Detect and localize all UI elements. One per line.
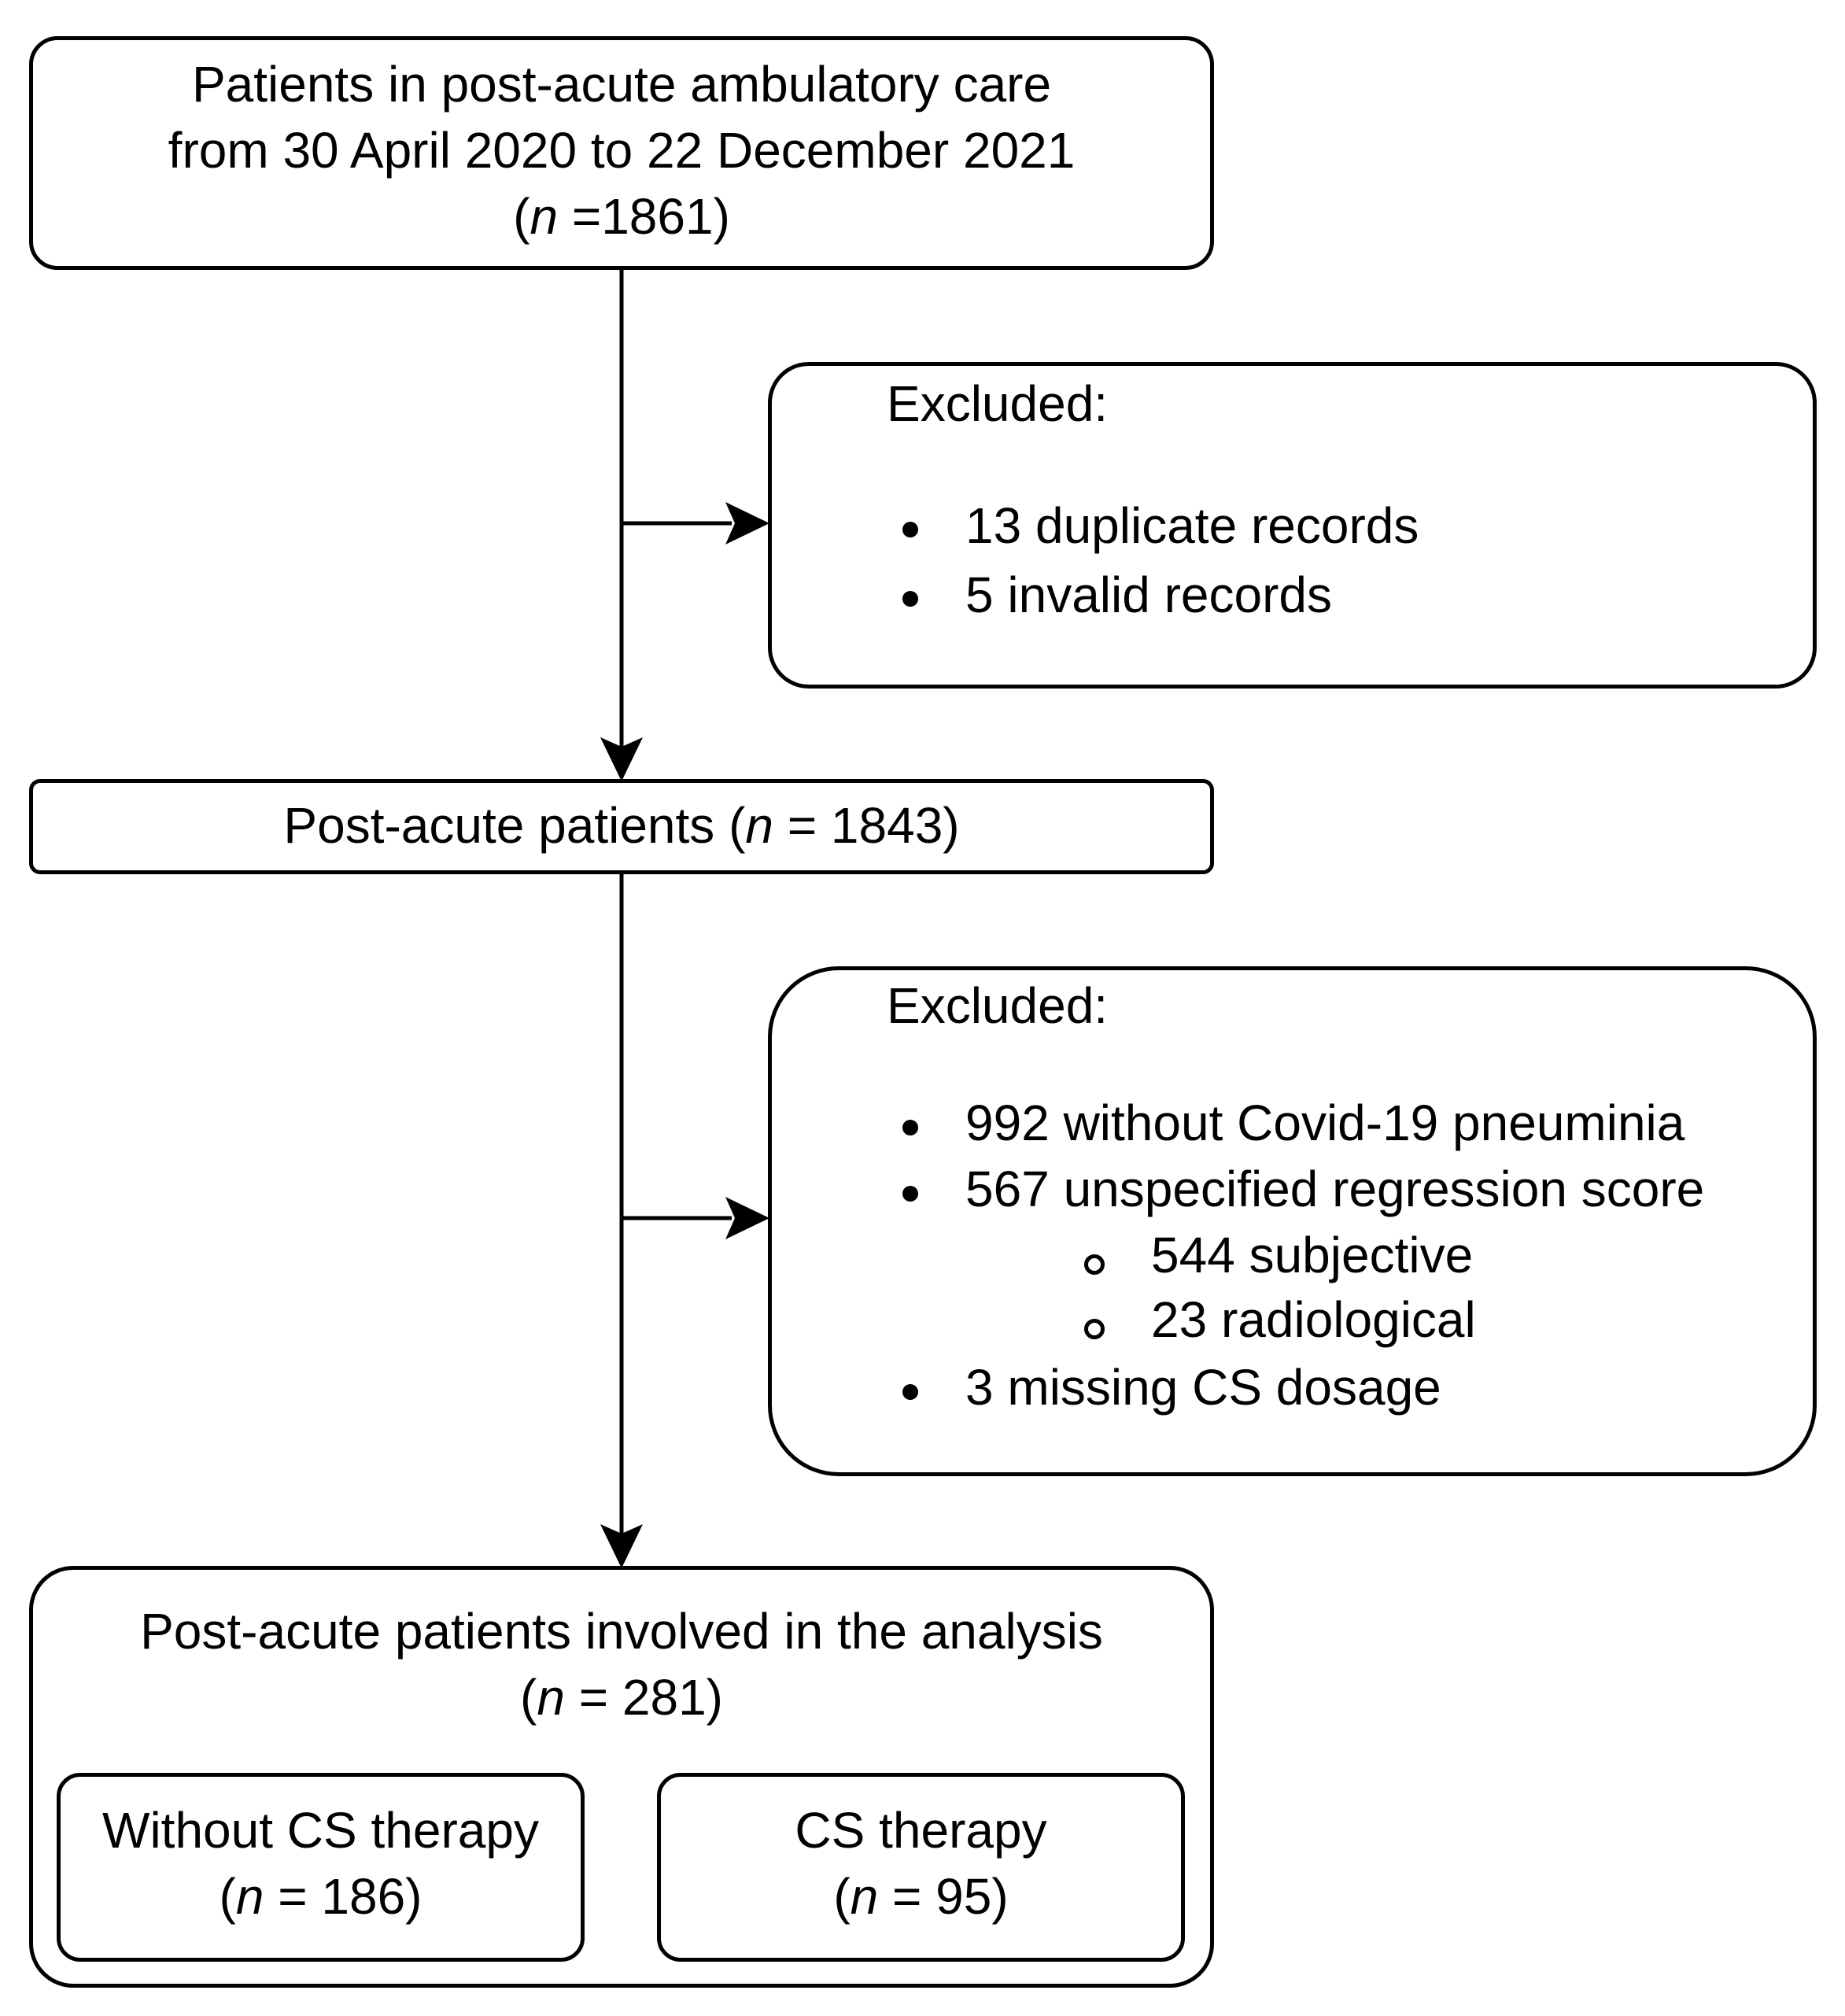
box-initial-patients-text: Patients in post-acute ambulatory care f… bbox=[33, 51, 1210, 249]
bullet-circle bbox=[1084, 1254, 1105, 1275]
box-analysis-line-1: Post-acute patients involved in the anal… bbox=[140, 1603, 1103, 1660]
arrowhead-to-box-2 bbox=[600, 737, 643, 781]
box-analysis-n: (n = 281) bbox=[520, 1669, 723, 1726]
bullet-dot bbox=[902, 1384, 918, 1400]
excluded-2-item: 567 unspecified regression score bbox=[965, 1161, 1705, 1217]
without-cs-label: Without CS therapy bbox=[102, 1802, 539, 1859]
cs-therapy-label: CS therapy bbox=[795, 1802, 1047, 1859]
box-initial-patients: Patients in post-acute ambulatory care f… bbox=[29, 36, 1214, 270]
arrowhead-to-excluded-1 bbox=[725, 502, 769, 545]
arrowhead-to-box-3 bbox=[600, 1524, 643, 1568]
excluded-2-item: 992 without Covid-19 pneuminia bbox=[965, 1095, 1685, 1151]
bullet-circle bbox=[1084, 1319, 1105, 1339]
box-post-acute-patients: Post-acute patients (n = 1843) bbox=[29, 779, 1214, 874]
box-initial-n: (n =1861) bbox=[513, 188, 730, 245]
bullet-dot bbox=[902, 1186, 918, 1202]
box-analysis-patients: Post-acute patients involved in the anal… bbox=[29, 1566, 1214, 1988]
excluded-1-item: 5 invalid records bbox=[965, 567, 1332, 623]
box-initial-line-2: from 30 April 2020 to 22 December 2021 bbox=[168, 122, 1076, 179]
cs-therapy-n: (n = 95) bbox=[833, 1868, 1009, 1925]
box-excluded-1: Excluded: 13 duplicate records 5 invalid… bbox=[768, 362, 1817, 689]
excluded-1-title: Excluded: bbox=[887, 375, 1109, 432]
box-excluded-2: Excluded: 992 without Covid-19 pneuminia… bbox=[768, 966, 1817, 1476]
excluded-1-item: 13 duplicate records bbox=[965, 497, 1419, 554]
excluded-2-item: 3 missing CS dosage bbox=[965, 1359, 1441, 1416]
excluded-2-title: Excluded: bbox=[887, 977, 1109, 1034]
bullet-dot bbox=[902, 522, 918, 537]
box-initial-line-1: Patients in post-acute ambulatory care bbox=[191, 56, 1052, 113]
box-post-acute-text: Post-acute patients (n = 1843) bbox=[283, 797, 960, 854]
cs-therapy-text: CS therapy (n = 95) bbox=[661, 1797, 1181, 1929]
box-cs-therapy: CS therapy (n = 95) bbox=[657, 1773, 1185, 1962]
excluded-2-subitem: 544 subjective bbox=[1151, 1227, 1474, 1283]
box-analysis-text: Post-acute patients involved in the anal… bbox=[33, 1598, 1210, 1730]
bullet-dot bbox=[902, 1120, 918, 1135]
without-cs-text: Without CS therapy (n = 186) bbox=[61, 1797, 581, 1929]
bullet-dot bbox=[902, 591, 918, 607]
box-without-cs-therapy: Without CS therapy (n = 186) bbox=[57, 1773, 585, 1962]
excluded-2-subitem: 23 radiological bbox=[1151, 1291, 1476, 1348]
without-cs-n: (n = 186) bbox=[219, 1868, 423, 1925]
arrowhead-to-excluded-2 bbox=[725, 1197, 769, 1239]
